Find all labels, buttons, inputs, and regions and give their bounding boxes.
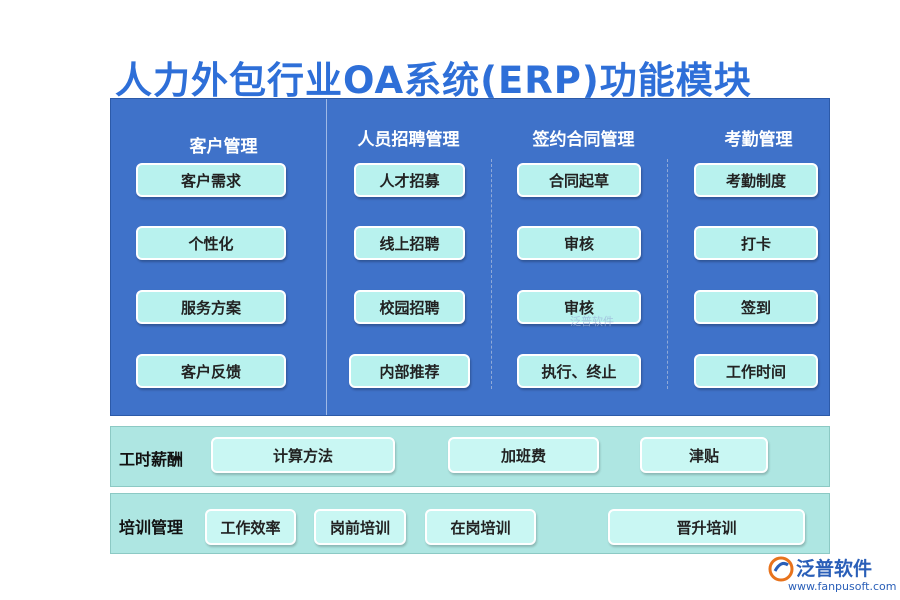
module-header-attendance: 考勤管理 xyxy=(724,130,793,150)
module-item[interactable]: 客户需求 xyxy=(136,163,286,197)
column-divider-dashed xyxy=(491,159,492,389)
module-item[interactable]: 打卡 xyxy=(694,226,818,260)
module-item[interactable]: 线上招聘 xyxy=(354,226,465,260)
logo-url: www.fanpusoft.com xyxy=(788,580,897,593)
module-header-contract: 签约合同管理 xyxy=(532,130,635,150)
strip-item[interactable]: 加班费 xyxy=(448,437,599,473)
module-item[interactable]: 考勤制度 xyxy=(694,163,818,197)
module-item[interactable]: 个性化 xyxy=(136,226,286,260)
column-divider xyxy=(326,99,327,415)
module-header-recruit: 人员招聘管理 xyxy=(357,130,460,150)
column-divider-dashed xyxy=(667,159,668,389)
module-item[interactable]: 审核 xyxy=(517,226,641,260)
strip-item[interactable]: 晋升培训 xyxy=(608,509,805,545)
strip-item[interactable]: 岗前培训 xyxy=(314,509,406,545)
logo-name: 泛普软件 xyxy=(796,558,873,580)
strip-item[interactable]: 计算方法 xyxy=(211,437,395,473)
module-item[interactable]: 工作时间 xyxy=(694,354,818,388)
fanpu-logo-icon xyxy=(768,556,794,582)
training-strip: 培训管理 工作效率 岗前培训 在岗培训 晋升培训 xyxy=(110,493,830,554)
module-item[interactable]: 校园招聘 xyxy=(354,290,465,324)
strip-item[interactable]: 在岗培训 xyxy=(425,509,536,545)
module-item[interactable]: 执行、终止 xyxy=(517,354,641,388)
strip-item[interactable]: 工作效率 xyxy=(205,509,296,545)
page-title: 人力外包行业OA系统(ERP)功能模块 xyxy=(115,59,752,102)
brand-logo: 泛普软件 www.fanpusoft.com xyxy=(768,552,896,596)
salary-strip: 工时薪酬 计算方法 加班费 津贴 xyxy=(110,426,830,487)
module-header-customer: 客户管理 xyxy=(189,137,258,157)
module-item[interactable]: 合同起草 xyxy=(517,163,641,197)
strip-label-training: 培训管理 xyxy=(119,518,184,537)
module-item[interactable]: 客户反馈 xyxy=(136,354,286,388)
module-panel: 客户管理 人员招聘管理 签约合同管理 考勤管理 客户需求 个性化 服务方案 客户… xyxy=(110,98,830,416)
strip-item[interactable]: 津贴 xyxy=(640,437,768,473)
module-item[interactable]: 服务方案 xyxy=(136,290,286,324)
module-item[interactable]: 人才招募 xyxy=(354,163,465,197)
module-item[interactable]: 审核 xyxy=(517,290,641,324)
module-item[interactable]: 内部推荐 xyxy=(349,354,470,388)
strip-label-salary: 工时薪酬 xyxy=(119,450,184,469)
module-item[interactable]: 签到 xyxy=(694,290,818,324)
watermark: 泛普软件 xyxy=(570,315,614,328)
